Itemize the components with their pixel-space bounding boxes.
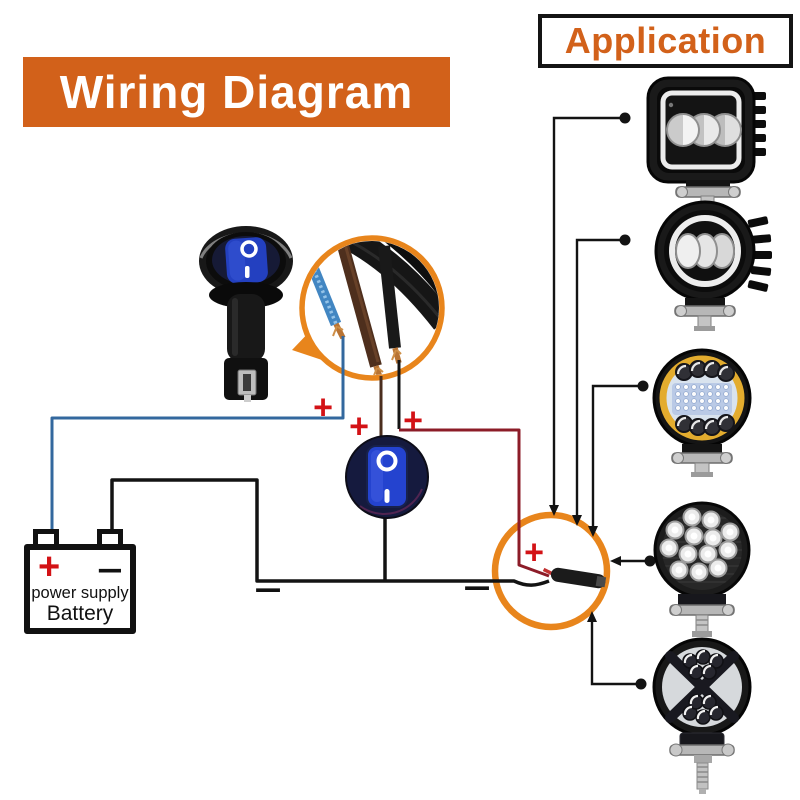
mounting-bracket xyxy=(674,298,736,331)
page-title: Wiring Diagram xyxy=(59,66,414,118)
link-dots xyxy=(619,112,656,690)
connector-highlight-circle xyxy=(491,511,611,631)
worklight-round-halo xyxy=(654,200,772,331)
black-wire xyxy=(378,245,401,349)
plus-marker: + xyxy=(403,401,423,440)
load-dark-red-wire xyxy=(399,428,550,578)
mounting-bracket xyxy=(669,594,735,637)
worklight-round-spot xyxy=(653,501,751,637)
battery-label: power supply xyxy=(31,584,129,602)
cross-divider xyxy=(665,651,739,723)
plus-marker: + xyxy=(313,388,333,427)
mounting-bracket xyxy=(671,444,733,477)
minus-marker: − xyxy=(254,571,282,610)
battery-plus-symbol: + xyxy=(38,546,61,588)
battery-minus-symbol: − xyxy=(97,552,123,590)
application-box: Application xyxy=(538,14,793,68)
led-grid xyxy=(675,384,729,411)
positive-blue-wire xyxy=(50,336,345,532)
battery-body: + − power supply Battery xyxy=(24,544,136,634)
switch-on-symbol xyxy=(245,266,250,278)
led-lenses xyxy=(666,113,742,147)
negative-black-wire xyxy=(110,478,550,587)
worklight-round-cross xyxy=(652,637,752,794)
switch-off-symbol xyxy=(376,450,398,472)
rocker-switch-graphic xyxy=(199,226,293,402)
reflector-leds xyxy=(675,360,735,436)
brown-wire xyxy=(336,241,382,368)
switch-off-symbol xyxy=(240,240,258,258)
led-lenses xyxy=(675,233,735,269)
switch-on-symbol xyxy=(384,489,390,503)
plus-marker: + xyxy=(524,533,544,572)
plus-marker: + xyxy=(349,407,369,446)
link-arrowheads xyxy=(549,505,621,622)
switch-face-circle xyxy=(345,435,429,519)
wiring-diagram-banner: Wiring Diagram xyxy=(23,57,450,127)
worklight-round-amber-ring xyxy=(652,348,752,477)
battery-label: Battery xyxy=(46,602,114,625)
minus-marker: − xyxy=(463,569,491,608)
heatsink-fins xyxy=(747,216,772,292)
application-title: Application xyxy=(564,20,767,61)
battery-graphic: + − power supply Battery xyxy=(24,528,138,636)
wire-closeup-magnifier xyxy=(292,235,445,381)
light-link-lines xyxy=(552,116,650,686)
mounting-bracket xyxy=(669,732,735,794)
wire-connector-plug xyxy=(542,567,607,589)
worklight-square-3led xyxy=(646,76,766,211)
